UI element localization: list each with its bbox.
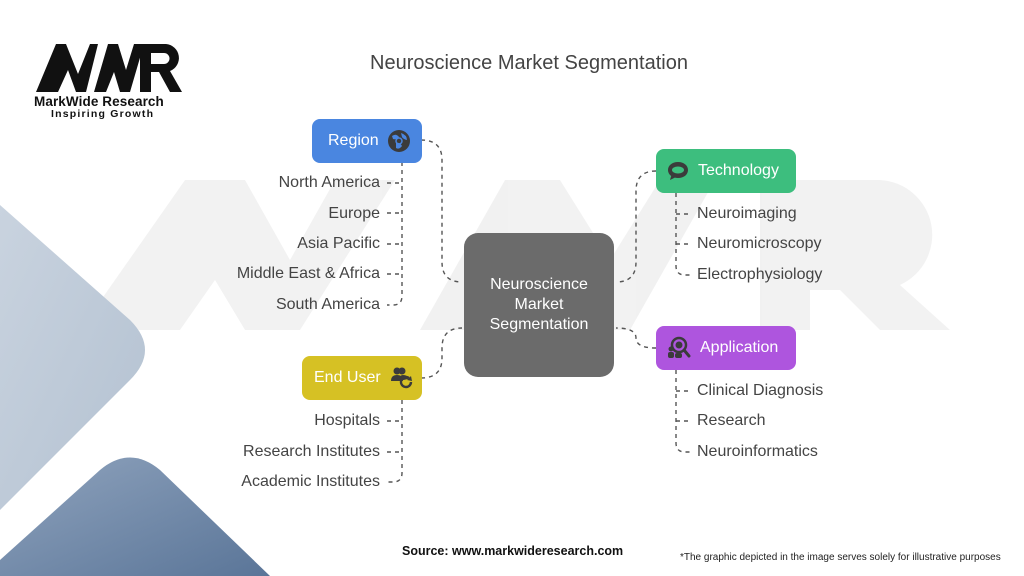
category-end-user: End User: [302, 356, 422, 400]
source-credit: Source: www.markwideresearch.com: [402, 544, 624, 558]
region-item: North America: [278, 174, 380, 191]
region-item: Europe: [328, 205, 380, 222]
hub-label: Neuroscience Market Segmentation: [489, 276, 589, 333]
end-user-item: Hospitals: [314, 412, 380, 429]
brand-name: MarkWide Research: [34, 94, 164, 109]
hub-node: Neuroscience Market Segmentation: [464, 233, 614, 377]
region-item: Asia Pacific: [297, 235, 380, 252]
category-label: Application: [700, 339, 779, 356]
search-magnifier-icon: [668, 336, 691, 358]
category-application: Application: [656, 326, 796, 370]
technology-item: Neuromicroscopy: [697, 235, 822, 252]
speech-bubble-icon: [668, 162, 688, 180]
users-refresh-icon: [390, 367, 412, 389]
category-technology: Technology: [656, 149, 796, 193]
category-label: Region: [328, 132, 379, 149]
region-item: South America: [275, 296, 380, 313]
page-title: Neuroscience Market Segmentation: [370, 52, 688, 74]
end-user-item: Research Institutes: [243, 443, 380, 460]
decor-shape-dark: [0, 457, 270, 576]
region-item: Middle East & Africa: [236, 265, 380, 282]
globe-icon: [387, 130, 410, 152]
category-region: Region: [312, 119, 422, 163]
application-item: Research: [697, 412, 766, 429]
disclaimer-note: *The graphic depicted in the image serve…: [680, 552, 1001, 563]
connectors: [387, 139, 690, 483]
application-item: Neuroinformatics: [697, 443, 818, 460]
technology-item: Electrophysiology: [697, 266, 823, 283]
technology-item: Neuroimaging: [697, 205, 797, 222]
category-label: Technology: [698, 162, 779, 179]
brand-tagline: Inspiring Growth: [51, 108, 155, 120]
application-item: Clinical Diagnosis: [697, 382, 824, 399]
category-label: End User: [314, 369, 381, 386]
decor-shape-light: [0, 205, 145, 510]
end-user-item: Academic Institutes: [241, 473, 380, 490]
brand-logo-mark: [36, 44, 182, 92]
